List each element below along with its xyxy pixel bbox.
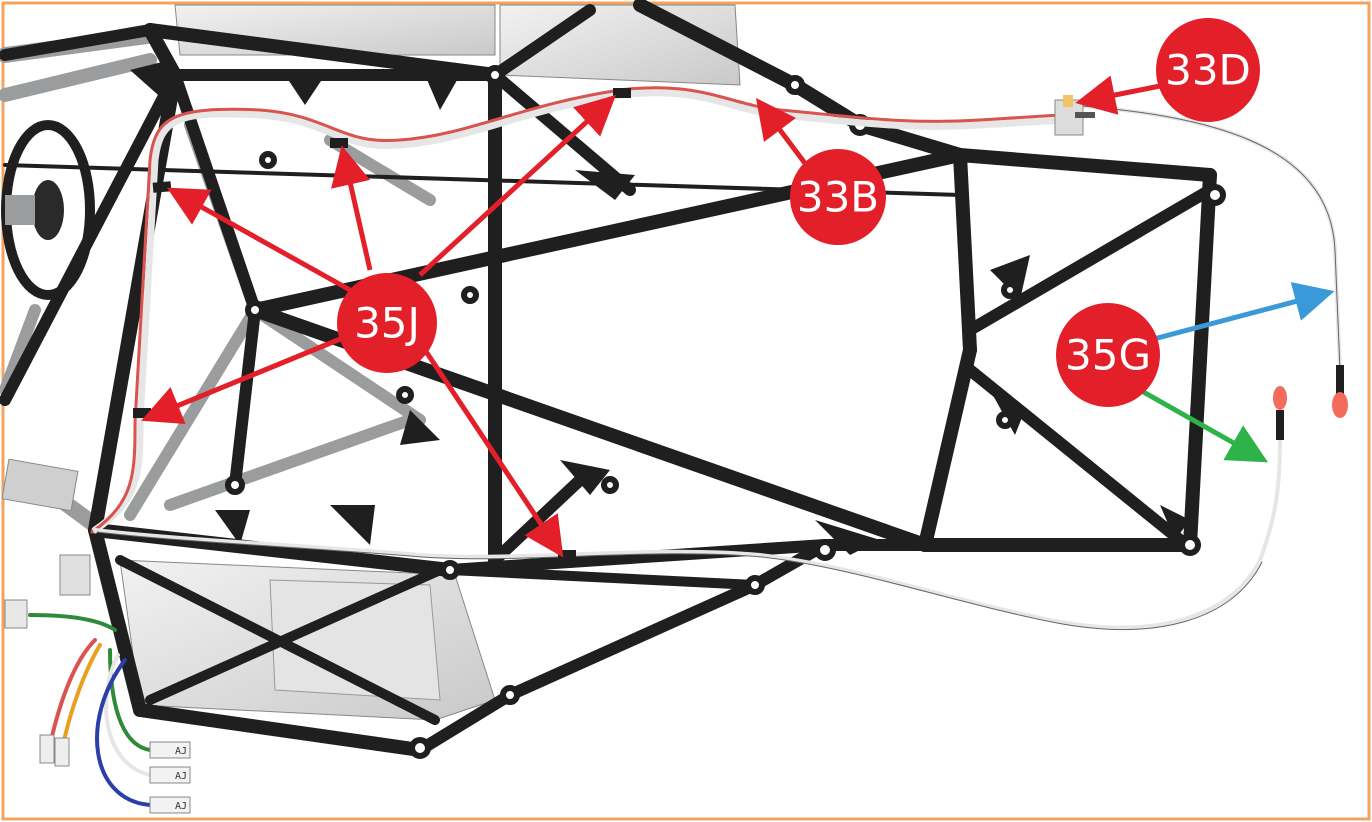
terminal-3: AJ bbox=[150, 797, 190, 813]
left-connectors bbox=[2, 459, 90, 628]
led-bulb-icon-2 bbox=[1273, 386, 1287, 440]
svg-text:33D: 33D bbox=[1165, 46, 1251, 95]
switch-icon bbox=[1055, 95, 1095, 135]
svg-text:35J: 35J bbox=[354, 299, 420, 348]
callout-33b: 33B bbox=[790, 149, 886, 245]
svg-text:AJ: AJ bbox=[175, 746, 187, 757]
callout-33d: 33D bbox=[1156, 18, 1260, 122]
arrow-35j-1 bbox=[180, 195, 350, 290]
led-bulb-icon bbox=[1332, 365, 1348, 418]
terminal-1: AJ bbox=[150, 742, 190, 758]
svg-text:AJ: AJ bbox=[175, 771, 187, 782]
svg-text:33B: 33B bbox=[797, 173, 879, 222]
arrow-33d bbox=[1090, 85, 1165, 100]
callout-35g: 35G bbox=[1056, 303, 1160, 407]
arrow-35g-blue bbox=[1150, 295, 1320, 340]
terminal-2: AJ bbox=[150, 767, 190, 783]
svg-text:AJ: AJ bbox=[175, 801, 187, 812]
svg-text:35G: 35G bbox=[1065, 331, 1151, 380]
callout-35j: 35J bbox=[337, 273, 437, 373]
